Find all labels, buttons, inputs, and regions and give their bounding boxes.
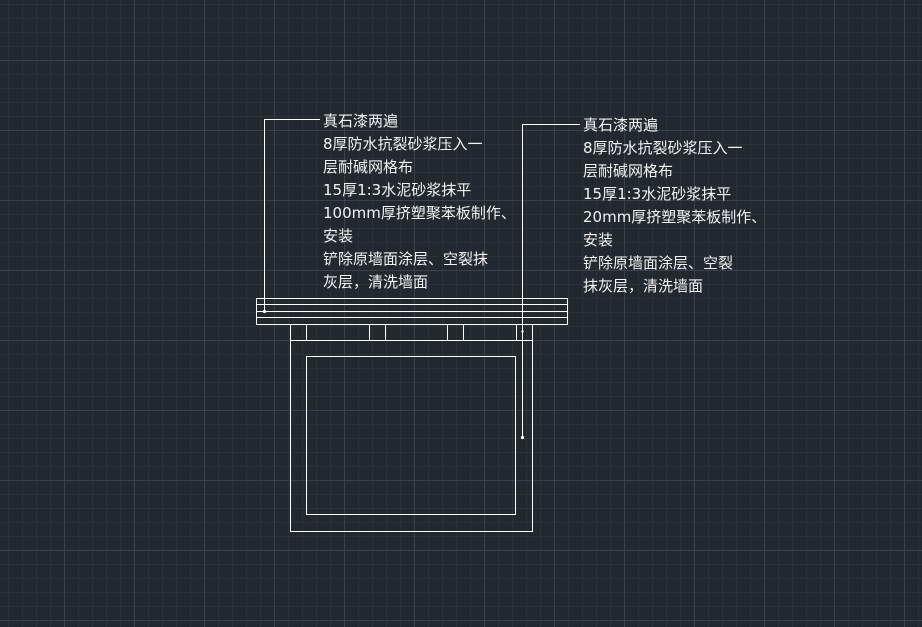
- left-annotation-line: 8厚防水抗裂砂浆压入一: [323, 135, 483, 153]
- left-leader-line: [264, 119, 320, 312]
- right-annotation-line: 真石漆两遍: [583, 116, 659, 134]
- right-leader-tick: [521, 330, 524, 333]
- right-annotation-line: 抹灰层，清洗墙面: [583, 277, 704, 295]
- right-annotation-line: 8厚防水抗裂砂浆压入一: [583, 139, 743, 157]
- outer-box: [290, 324, 533, 532]
- left-annotation-line: 层耐碱网格布: [323, 158, 414, 176]
- left-annotation-line: 灰层，清洗墙面: [323, 273, 429, 291]
- right-annotation-line: 安装: [583, 231, 614, 249]
- left-annotation-line: 15厚1:3水泥砂浆抹平: [323, 181, 472, 199]
- left-annotation-line: 安装: [323, 227, 354, 245]
- right-annotation: 真石漆两遍 8厚防水抗裂砂浆压入一 层耐碱网格布 15厚1:3水泥砂浆抹平 20…: [583, 114, 766, 298]
- right-annotation-line: 层耐碱网格布: [583, 162, 674, 180]
- left-annotation: 真石漆两遍 8厚防水抗裂砂浆压入一 层耐碱网格布 15厚1:3水泥砂浆抹平 10…: [323, 110, 516, 294]
- right-annotation-line: 15厚1:3水泥砂浆抹平: [583, 185, 732, 203]
- right-annotation-line: 铲除原墙面涂层、空裂: [583, 254, 734, 272]
- right-leader-dot: [520, 435, 525, 440]
- left-annotation-line: 真石漆两遍: [323, 112, 399, 130]
- left-leader-dot: [262, 309, 267, 314]
- left-annotation-line: 铲除原墙面涂层、空裂抹: [323, 250, 489, 268]
- right-annotation-line: 20mm厚挤塑聚苯板制作、: [583, 208, 767, 226]
- left-annotation-line: 100mm厚挤塑聚苯板制作、: [323, 204, 516, 222]
- right-leader-line: [522, 124, 580, 438]
- inner-box: [306, 356, 516, 515]
